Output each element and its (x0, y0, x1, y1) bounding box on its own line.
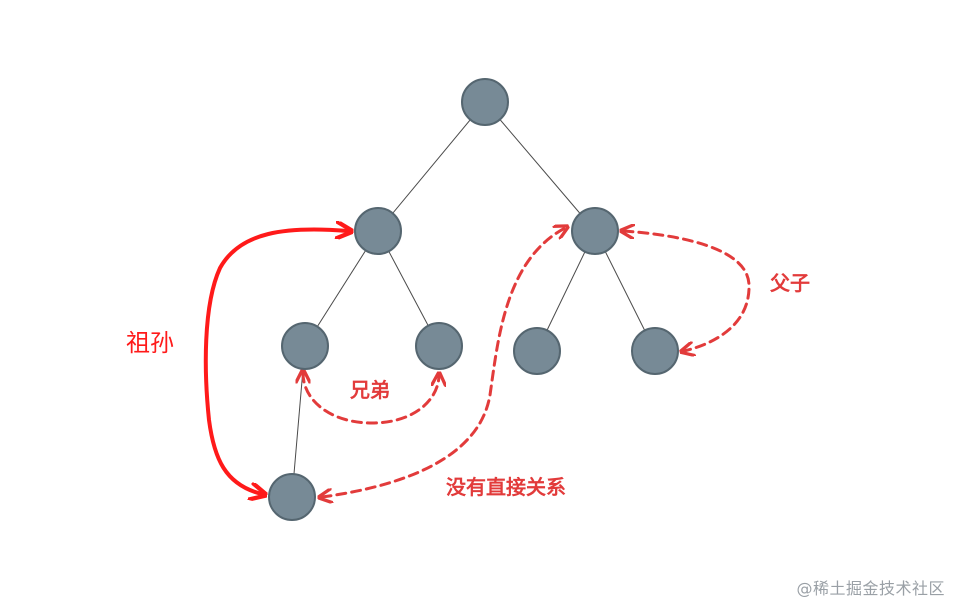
relation-labels: 父子 兄弟 没有直接关系 祖孙 (126, 271, 810, 499)
watermark: @稀土掘金技术社区 (796, 579, 945, 598)
edge-root-left (377, 101, 486, 232)
tree-node-left (354, 207, 402, 255)
parent-child-arrow (624, 231, 751, 351)
tree-nodes (268, 78, 679, 521)
label-no-relation: 没有直接关系 (446, 475, 566, 499)
tree-node-right (571, 207, 619, 255)
tree-node-right-left (513, 327, 561, 375)
tree-node-root (461, 78, 509, 126)
tree-node-right-right (631, 327, 679, 375)
tree-node-left-right (415, 322, 463, 370)
tree-node-left-left (281, 322, 329, 370)
no-relation-arrow (322, 228, 565, 497)
label-grandparent-grandchild: 祖孙 (126, 329, 174, 357)
label-sibling: 兄弟 (349, 378, 390, 402)
edge-root-right (484, 101, 596, 232)
tree-edges (291, 101, 656, 498)
relation-arrows (203, 228, 751, 497)
tree-node-grandchild (268, 473, 316, 521)
grandparent-grandchild-arrow (203, 229, 348, 494)
label-parent-child: 父子 (769, 271, 810, 295)
